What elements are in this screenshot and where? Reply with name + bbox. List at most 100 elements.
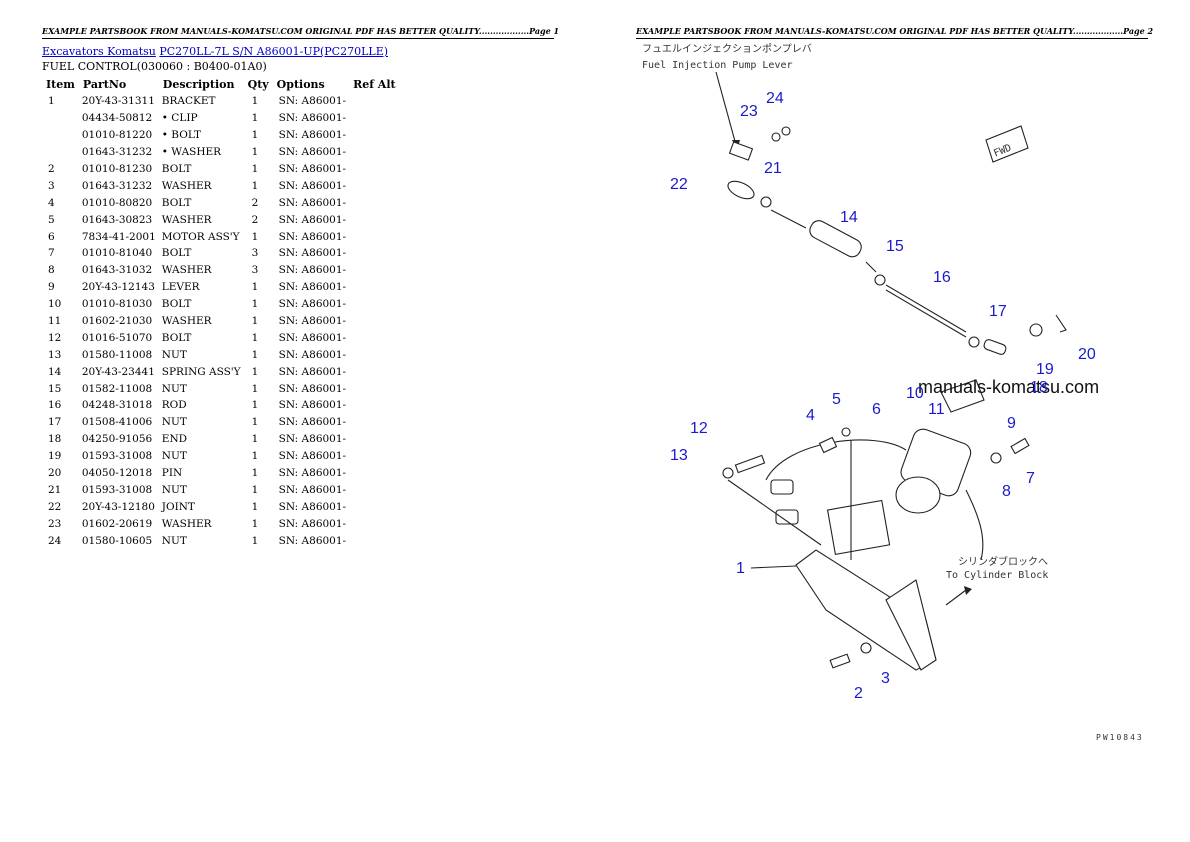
cell-item: 21 <box>48 483 62 496</box>
col-header-ref-alt: Ref Alt <box>353 78 396 91</box>
cell-ref <box>349 127 400 144</box>
cell-qty: 1 <box>251 365 259 378</box>
diagram-label-jp-top: フュエルインジェクションポンプレバ <box>642 43 812 55</box>
diagram-label-en-top: Fuel Injection Pump Lever <box>642 60 793 71</box>
cell-ref <box>349 313 400 330</box>
cell-item: 20 <box>48 467 62 480</box>
cell-opt: SN: A86001- <box>278 534 347 547</box>
cell-qty: 1 <box>251 382 259 395</box>
cell-desc: BOLT <box>161 331 192 344</box>
cell-item: 11 <box>48 315 62 328</box>
cell-desc: WASHER <box>161 264 212 277</box>
cell-desc: • CLIP <box>161 112 198 125</box>
cell-part: 01010-80820 <box>81 196 153 209</box>
cell-desc: WASHER <box>161 213 212 226</box>
cell-desc: BRACKET <box>161 95 216 108</box>
cell-qty: 1 <box>251 179 259 192</box>
cell-part: 01010-81030 <box>81 298 153 311</box>
cell-item: 23 <box>48 517 62 530</box>
cell-item: 15 <box>48 382 62 395</box>
cell-part: 01582-11008 <box>81 382 153 395</box>
breadcrumb-link-model[interactable]: PC270LL-7L S/N A86001-UP(PC270LLE) <box>159 45 389 58</box>
cell-qty: 1 <box>251 450 259 463</box>
cell-ref <box>349 161 400 178</box>
cell-qty: 1 <box>251 146 259 159</box>
cell-item: 9 <box>48 281 55 294</box>
cell-opt: SN: A86001- <box>278 163 347 175</box>
cell-item: 24 <box>48 534 62 547</box>
cell-ref <box>349 177 400 194</box>
cell-item: 3 <box>48 179 55 192</box>
cell-part: 01508-41006 <box>81 416 153 429</box>
cell-part: 01010-81040 <box>81 247 153 260</box>
cell-part: 01602-20619 <box>81 517 153 530</box>
cell-part: 20Y-43-12143 <box>81 281 155 294</box>
cell-desc: NUT <box>161 416 187 429</box>
cell-opt: SN: A86001- <box>278 146 347 159</box>
cell-opt: SN: A86001- <box>278 196 347 209</box>
callout-1: 1 <box>736 560 745 577</box>
parts-table: Item PartNo Description Qty Options Ref … <box>42 76 400 549</box>
cell-item: 1 <box>48 95 55 108</box>
cell-opt: SN: A86001- <box>278 95 347 108</box>
cell-item <box>42 127 79 144</box>
cell-ref <box>349 498 400 515</box>
callout-4: 4 <box>806 407 815 424</box>
cell-desc: WASHER <box>161 517 212 530</box>
cell-desc: BOLT <box>161 196 192 209</box>
cell-part: 01580-11008 <box>81 348 153 361</box>
callout-23: 23 <box>740 103 758 120</box>
callout-13: 13 <box>670 447 688 464</box>
cell-part: 04250-91056 <box>81 433 153 446</box>
callout-21: 21 <box>764 160 782 177</box>
cell-ref <box>349 397 400 414</box>
callout-7: 7 <box>1026 470 1035 487</box>
cell-part: 20Y-43-23441 <box>81 365 155 378</box>
cell-desc: PIN <box>161 467 183 480</box>
cell-qty: 1 <box>251 348 259 361</box>
callout-8: 8 <box>1002 483 1011 500</box>
cell-opt: SN: A86001- <box>278 129 347 142</box>
cell-item: 4 <box>48 196 55 209</box>
cell-qty: 1 <box>251 517 259 530</box>
cell-item: 7 <box>48 247 55 260</box>
parts-diagram: フュエルインジェクションポンプレバ Fuel Injection Pump Le… <box>642 43 1142 742</box>
cell-ref <box>349 296 400 313</box>
callout-15: 15 <box>886 238 904 255</box>
cell-ref <box>349 380 400 397</box>
cell-qty: 2 <box>251 196 259 209</box>
col-header-partno: PartNo <box>82 78 127 91</box>
fwd-arrow-icon: FWD <box>985 125 1029 163</box>
breadcrumb-link-category[interactable]: Excavators Komatsu <box>42 45 156 58</box>
cell-item: 14 <box>48 365 62 378</box>
cell-part: 01010-81230 <box>81 163 153 175</box>
cell-qty: 1 <box>251 399 259 412</box>
cell-desc: NUT <box>161 483 187 496</box>
page-header-right: EXAMPLE PARTSBOOK FROM MANUALS-KOMATSU.C… <box>636 26 1153 39</box>
callout-22: 22 <box>670 176 688 193</box>
cell-ref <box>349 110 400 127</box>
cell-item: 19 <box>48 450 62 463</box>
callout-19: 19 <box>1036 361 1054 378</box>
cell-qty: 1 <box>251 416 259 429</box>
diagram-label-en-cyl: To Cylinder Block <box>946 570 1048 581</box>
col-header-description: Description <box>162 78 235 91</box>
cell-opt: SN: A86001- <box>278 213 347 226</box>
cell-qty: 1 <box>251 483 259 496</box>
cell-part: 01580-10605 <box>81 534 153 547</box>
table-row: 4 01010-80820 BOLT 2 SN: A86001- <box>42 194 400 211</box>
callout-2: 2 <box>854 685 863 702</box>
cell-qty: 1 <box>251 95 259 108</box>
